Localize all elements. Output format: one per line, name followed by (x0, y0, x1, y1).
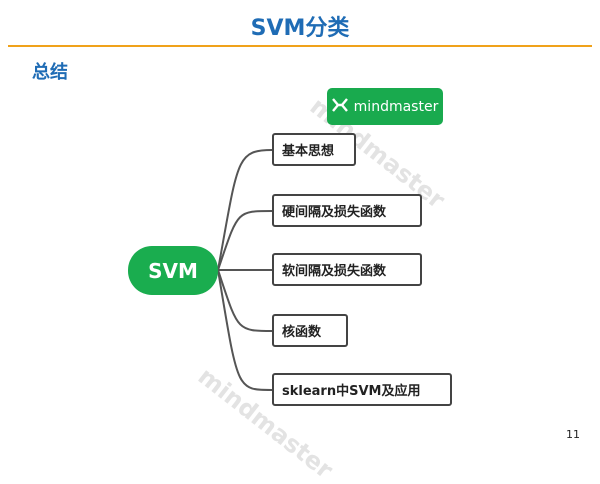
connector-line (217, 149, 273, 271)
mindmap-branch-node[interactable]: 软间隔及损失函数 (272, 253, 422, 286)
mindmap-branch-node[interactable]: 硬间隔及损失函数 (272, 194, 422, 227)
mindmap-branch-node[interactable]: 核函数 (272, 314, 348, 347)
title-divider (8, 45, 592, 47)
page-number: 11 (566, 428, 580, 441)
connector-line (217, 269, 273, 391)
section-heading: 总结 (32, 62, 68, 83)
connector-line (217, 269, 273, 332)
mindmap-branch-node[interactable]: sklearn中SVM及应用 (272, 373, 452, 406)
mindmaster-logo-icon (331, 97, 348, 116)
slide-title: SVM分类 (250, 16, 350, 41)
mindmap-branch-node[interactable]: 基本思想 (272, 133, 356, 166)
connector-line (217, 210, 273, 271)
mindmaster-badge-label: mindmaster (353, 98, 439, 115)
mindmap-center-node[interactable]: SVM (128, 246, 218, 295)
mindmap-connectors (217, 149, 273, 391)
mindmaster-badge: mindmaster (327, 88, 443, 125)
